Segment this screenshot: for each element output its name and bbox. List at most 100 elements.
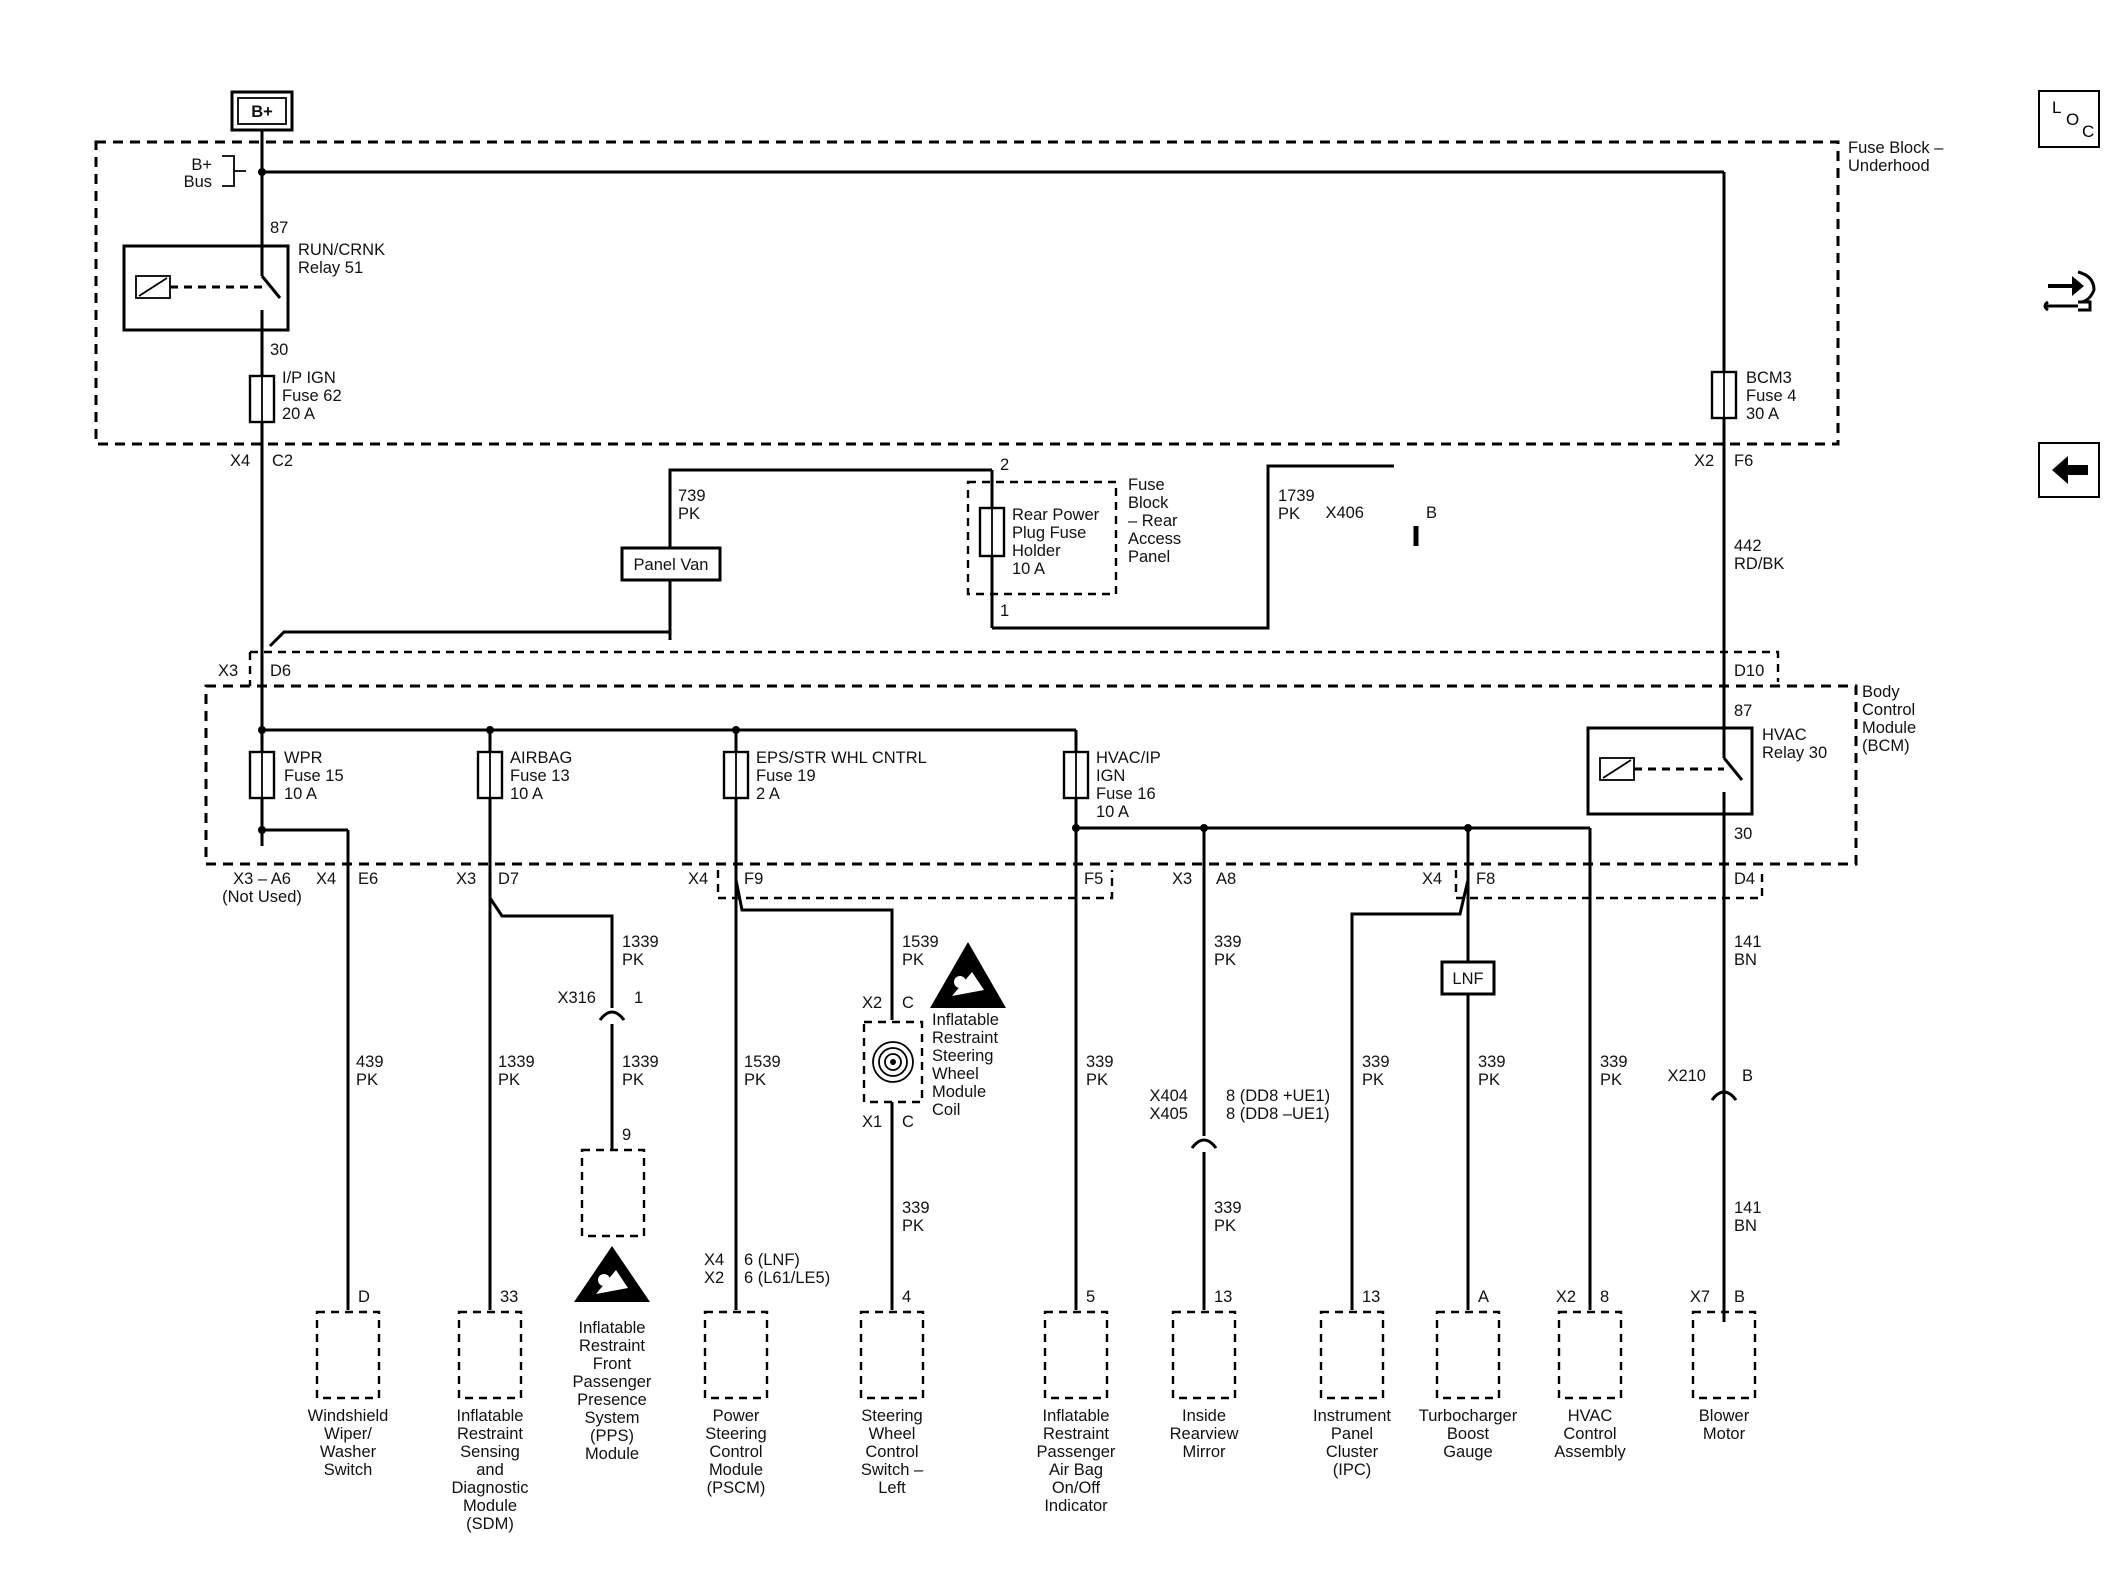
svg-text:X316: X316 bbox=[557, 989, 596, 1007]
steering-coil-dashed-box bbox=[862, 1020, 924, 1104]
component-pin: 5 bbox=[1086, 1288, 1095, 1306]
svg-text:A8: A8 bbox=[1216, 870, 1236, 888]
b-plus-source: B+ bbox=[230, 90, 294, 132]
svg-text:X2: X2 bbox=[862, 994, 882, 1012]
b-bus-label: B+Bus bbox=[184, 156, 212, 191]
svg-text:X2: X2 bbox=[1694, 452, 1714, 470]
pps-airbag-warning-icon bbox=[574, 1246, 650, 1302]
svg-text:F9: F9 bbox=[744, 870, 763, 888]
bcm-outline bbox=[204, 684, 1858, 866]
svg-text:87: 87 bbox=[270, 219, 288, 237]
component-pin: A bbox=[1478, 1288, 1489, 1306]
svg-text:X4: X4 bbox=[688, 870, 708, 888]
component-pin: D bbox=[358, 1288, 370, 1306]
svg-text:X1: X1 bbox=[862, 1113, 882, 1131]
svg-text:1: 1 bbox=[634, 989, 643, 1007]
svg-text:C: C bbox=[902, 994, 914, 1012]
svg-text:8 (DD8 +UE1)8 (DD8 –UE1): 8 (DD8 +UE1)8 (DD8 –UE1) bbox=[1226, 1087, 1330, 1123]
svg-text:D4: D4 bbox=[1734, 870, 1755, 888]
svg-text:D6: D6 bbox=[270, 662, 291, 680]
component-connector: X2 bbox=[1556, 1288, 1576, 1306]
svg-text:LNF: LNF bbox=[1452, 970, 1483, 988]
component-pin: 4 bbox=[902, 1288, 911, 1306]
svg-text:X4: X4 bbox=[1422, 870, 1442, 888]
svg-text:C2: C2 bbox=[272, 452, 293, 470]
svg-text:E6: E6 bbox=[358, 870, 378, 888]
svg-text:X3: X3 bbox=[218, 662, 238, 680]
svg-text:B: B bbox=[1426, 504, 1437, 522]
svg-text:B: B bbox=[1742, 1067, 1753, 1085]
svg-text:1: 1 bbox=[1000, 602, 1009, 620]
svg-text:87: 87 bbox=[1734, 702, 1752, 720]
loc-icon[interactable]: L O C bbox=[2038, 90, 2100, 148]
steering-coil-icon bbox=[872, 1041, 914, 1083]
svg-text:F5: F5 bbox=[1084, 870, 1103, 888]
component-locator-icon[interactable] bbox=[2038, 256, 2100, 326]
svg-text:9: 9 bbox=[622, 1126, 631, 1144]
fuse-block-underhood-label: Fuse Block –Underhood bbox=[1848, 139, 1944, 175]
b-plus-label: B+ bbox=[251, 103, 273, 121]
svg-text:X4: X4 bbox=[316, 870, 336, 888]
svg-text:6 (LNF)6 (L61/LE5): 6 (LNF)6 (L61/LE5) bbox=[744, 1251, 830, 1287]
svg-text:30: 30 bbox=[1734, 825, 1752, 843]
component-connector: X7 bbox=[1690, 1288, 1710, 1306]
svg-text:30: 30 bbox=[270, 341, 288, 359]
svg-text:D7: D7 bbox=[498, 870, 519, 888]
component-pin: 13 bbox=[1214, 1288, 1232, 1306]
fuse-block-underhood-outline bbox=[94, 140, 1840, 446]
lnf-option-box bbox=[1440, 960, 1496, 996]
svg-text:D10: D10 bbox=[1734, 662, 1764, 680]
svg-text:F6: F6 bbox=[1734, 452, 1753, 470]
svg-text:X3: X3 bbox=[456, 870, 476, 888]
back-arrow-icon[interactable] bbox=[2038, 442, 2100, 498]
component-pin: 33 bbox=[500, 1288, 518, 1306]
